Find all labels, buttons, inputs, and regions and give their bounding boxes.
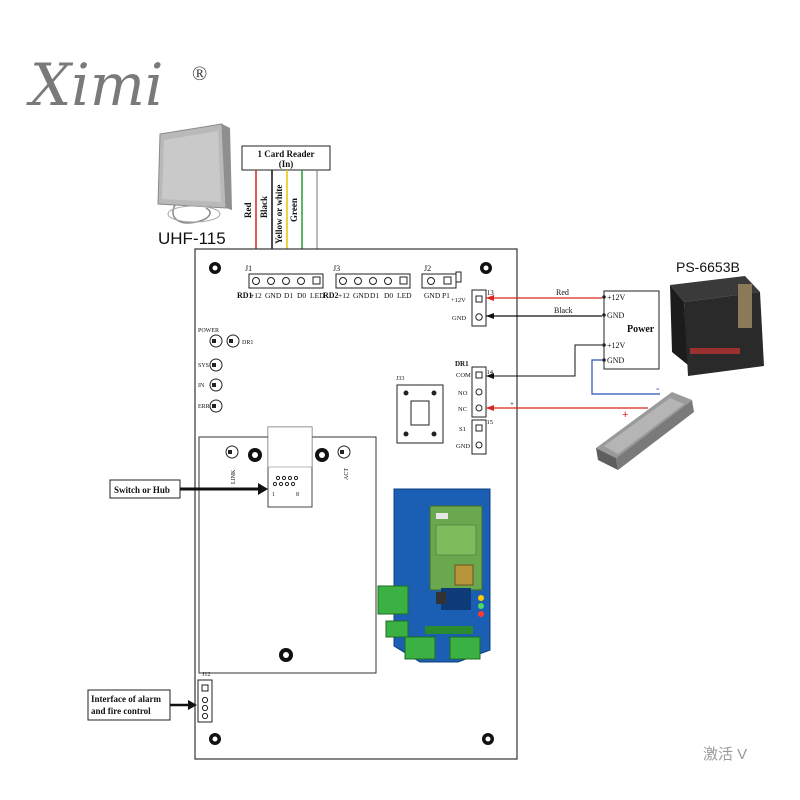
rd2-pin-3: D1 [370, 291, 379, 300]
rd2-pin-1: +12 [338, 291, 350, 300]
j12-label: J12 [202, 672, 210, 678]
power-terminal-2: GND [607, 311, 625, 320]
logo-text: Ximi [26, 51, 163, 119]
nc-wire-plus: + [510, 400, 514, 408]
power-wire-black-label: Black [554, 306, 573, 315]
rd1-pin-2: GND [265, 291, 282, 300]
magnetic-lock-image [596, 392, 694, 470]
power-supply-image [670, 276, 764, 376]
j13-pin-12v [475, 295, 483, 303]
relay-pin-com: COM [456, 372, 471, 379]
j14-pin-no [475, 388, 483, 396]
j15-pin-label-1: S1 [459, 426, 466, 433]
watermark-text: 激活 V [703, 746, 747, 763]
j13-pin-label-2: GND [452, 315, 466, 322]
rj45-port [267, 426, 313, 508]
led-label-power: POWER [198, 328, 219, 334]
rd2-pin-4: D0 [384, 291, 393, 300]
pcb-module-image [377, 488, 491, 663]
j33-label: J33 [396, 376, 404, 382]
rj45-pin-8: 8 [296, 492, 299, 498]
j14-label: J14 [484, 369, 494, 376]
card-reader-box [241, 145, 331, 171]
j13-label: J13 [484, 289, 494, 297]
power-wire-red-label: Red [556, 288, 569, 297]
j2-pin-gnd [427, 277, 435, 285]
rd1-pin-1: +12 [250, 291, 262, 300]
alarm-arrow-head [188, 700, 197, 710]
j2-label: J2 [424, 264, 431, 273]
j3-pins [339, 276, 408, 285]
j14-pin-com [475, 371, 483, 379]
switch-callout-label: Switch or Hub [114, 485, 170, 495]
card-reader-subtitle: (In) [279, 159, 294, 169]
power-box-label: Power [627, 324, 655, 335]
j15-label: J15 [484, 419, 493, 426]
wire-label-red: Red [243, 203, 253, 219]
j33-inner [410, 400, 430, 426]
power-model-label: PS-6653B [676, 259, 740, 275]
rd2-pin-2: GND [353, 291, 370, 300]
mounting-holes [209, 262, 494, 745]
rd1-pin-3: D1 [284, 291, 293, 300]
lock-minus-label: - [656, 383, 660, 395]
relay-pin-no: NO [458, 390, 468, 397]
status-leds [209, 334, 240, 413]
led-label-in: IN [198, 383, 205, 389]
registered-mark: ® [192, 63, 207, 85]
rd2-label: RD2 [323, 291, 339, 300]
alarm-callout-line1: Interface of alarm [91, 694, 161, 704]
power-terminal-3: +12V [607, 341, 626, 350]
power-terminal-1: +12V [607, 293, 626, 302]
brand-logo: Ximi ® [26, 51, 207, 119]
relay-pin-nc: NC [458, 406, 467, 413]
rd1-pin-4: D0 [297, 291, 306, 300]
j2-pin-2: P1 [442, 291, 450, 300]
j2-side-tab [455, 271, 462, 283]
link-label: LINK [231, 469, 237, 484]
j15-pin-label-2: GND [456, 443, 470, 450]
com-wire [486, 344, 602, 377]
reader-model-label: UHF-115 [158, 229, 226, 248]
j14-pin-nc [475, 404, 483, 412]
lock-wire-blue [591, 359, 660, 395]
alarm-callout-line2: and fire control [91, 706, 151, 716]
wire-label-yellow: Yellow or white [274, 185, 284, 244]
j1-label: J1 [245, 264, 252, 273]
rd2-pin-5: LED [397, 291, 412, 300]
j13-pin-gnd [475, 313, 483, 321]
lock-plus-label: + [622, 409, 628, 421]
j15-pin-gnd [475, 441, 483, 449]
wire-label-black: Black [259, 196, 269, 218]
rd1-label: RD1 [237, 291, 253, 300]
j1-pins [252, 276, 321, 285]
act-label: ACT [344, 468, 350, 480]
led-label-dr1: DR1 [242, 340, 253, 346]
wire-label-green: Green [289, 198, 299, 222]
j13-pin-label-1: +12V [451, 297, 466, 304]
j15-pin-s1 [475, 424, 483, 432]
relay-dr1-label: DR1 [455, 360, 469, 368]
j2-pin-1: GND [424, 291, 441, 300]
rj45-pin-1: 1 [272, 492, 275, 498]
power-box [603, 290, 660, 370]
card-reader-title: 1 Card Reader [258, 149, 315, 159]
rd1-pin-5: LED [310, 291, 325, 300]
switch-arrow-head [258, 483, 268, 495]
led-label-err: ERR [198, 404, 210, 410]
led-label-sys: SYS [198, 363, 209, 369]
j2-pin-p1 [443, 276, 452, 285]
j3-label: J3 [333, 264, 340, 273]
uhf-reader-image [157, 123, 232, 224]
power-terminal-4: GND [607, 356, 625, 365]
